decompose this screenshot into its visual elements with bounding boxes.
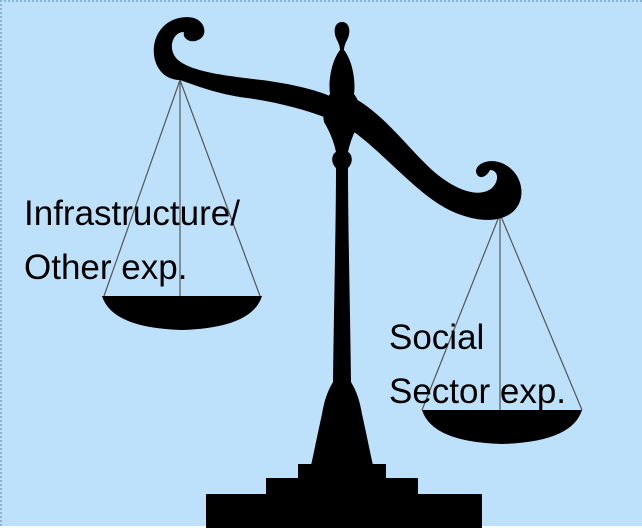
left-pan [102,296,262,330]
right-pan [422,410,582,444]
left-pan-label-line2: Other exp. [24,248,188,287]
left-pan-label-line1: Infrastructure/ [24,194,240,233]
right-pan-label-line1: Social [389,318,485,357]
base-step-bottom [206,494,482,528]
central-post [310,22,374,470]
right-pan-strings [421,213,583,411]
left-beam-hook [153,17,332,120]
base-step-top [298,464,386,478]
right-beam-arm [352,97,522,220]
right-pan-label-line2: Sector exp. [389,372,567,411]
base-step-middle [266,478,418,494]
left-pan-strings [103,79,261,297]
